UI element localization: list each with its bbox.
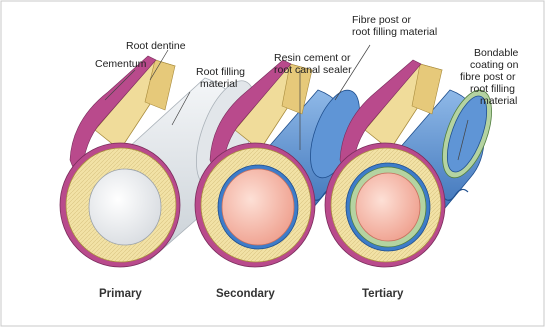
label-fibre-post-line2: root filling material [352, 26, 437, 38]
caption-primary: Primary [99, 288, 142, 300]
label-root-dentine: Root dentine [126, 40, 186, 52]
label-root-filling-line2: material [200, 78, 237, 90]
label-bondable-line4: root filling [470, 83, 515, 95]
label-bondable-line3: fibre post or [460, 71, 515, 83]
label-fibre-post-line1: Fibre post or [352, 14, 411, 26]
caption-secondary: Secondary [216, 288, 275, 300]
label-resin-cement-line1: Resin cement or [274, 52, 350, 64]
label-cementum: Cementum [95, 58, 146, 70]
label-bondable-line2: coating on [470, 59, 518, 71]
label-root-filling-line1: Root filling [196, 66, 245, 78]
caption-tertiary: Tertiary [362, 288, 403, 300]
label-bondable-line1: Bondable [474, 47, 518, 59]
label-bondable-line5: material [480, 95, 517, 107]
label-resin-cement-line2: root canal sealer [274, 64, 352, 76]
